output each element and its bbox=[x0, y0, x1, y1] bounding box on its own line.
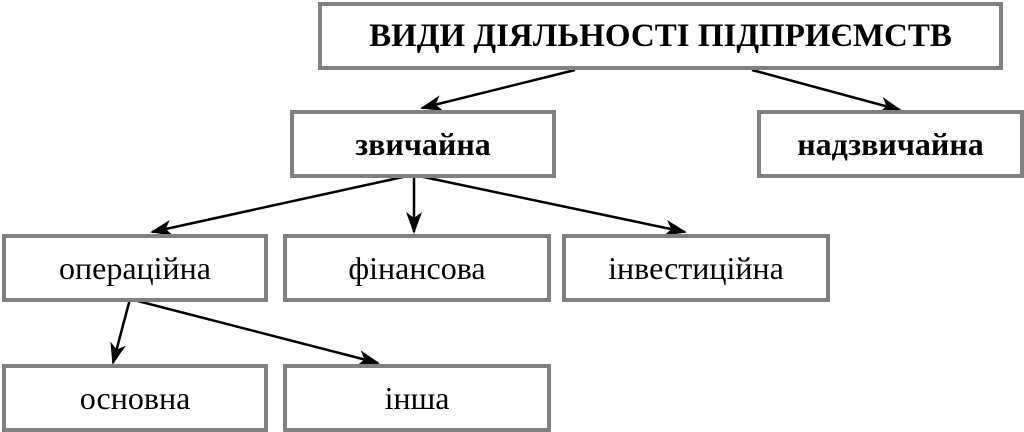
node-fin: фінансова bbox=[283, 234, 551, 302]
node-main: основна bbox=[2, 364, 268, 432]
node-extra-label: надзвичайна bbox=[797, 125, 984, 162]
node-root: ВИДИ ДІЯЛЬНОСТІ ПІДПРИЄМСТВ bbox=[318, 2, 1003, 70]
arrow-oper-to-main bbox=[110, 298, 132, 365]
node-oper-label: операційна bbox=[59, 249, 211, 286]
node-fin-label: фінансова bbox=[348, 249, 486, 286]
arrow-root-to-usual bbox=[420, 68, 576, 111]
node-other-label: інша bbox=[384, 379, 450, 416]
arrow-usual-to-oper bbox=[150, 173, 413, 236]
node-root-label: ВИДИ ДІЯЛЬНОСТІ ПІДПРИЄМСТВ bbox=[369, 17, 952, 54]
node-other: інша bbox=[283, 364, 551, 432]
node-extra: надзвичайна bbox=[757, 110, 1024, 178]
node-inv: інвестиційна bbox=[562, 234, 830, 302]
arrow-oper-to-other bbox=[129, 297, 380, 366]
node-usual: звичайна bbox=[290, 110, 556, 178]
node-usual-label: звичайна bbox=[355, 125, 491, 162]
node-oper: операційна bbox=[2, 234, 268, 302]
arrow-usual-to-inv bbox=[413, 173, 687, 236]
arrow-root-to-extra bbox=[751, 68, 902, 113]
node-inv-label: інвестиційна bbox=[608, 249, 784, 286]
node-main-label: основна bbox=[79, 379, 191, 416]
